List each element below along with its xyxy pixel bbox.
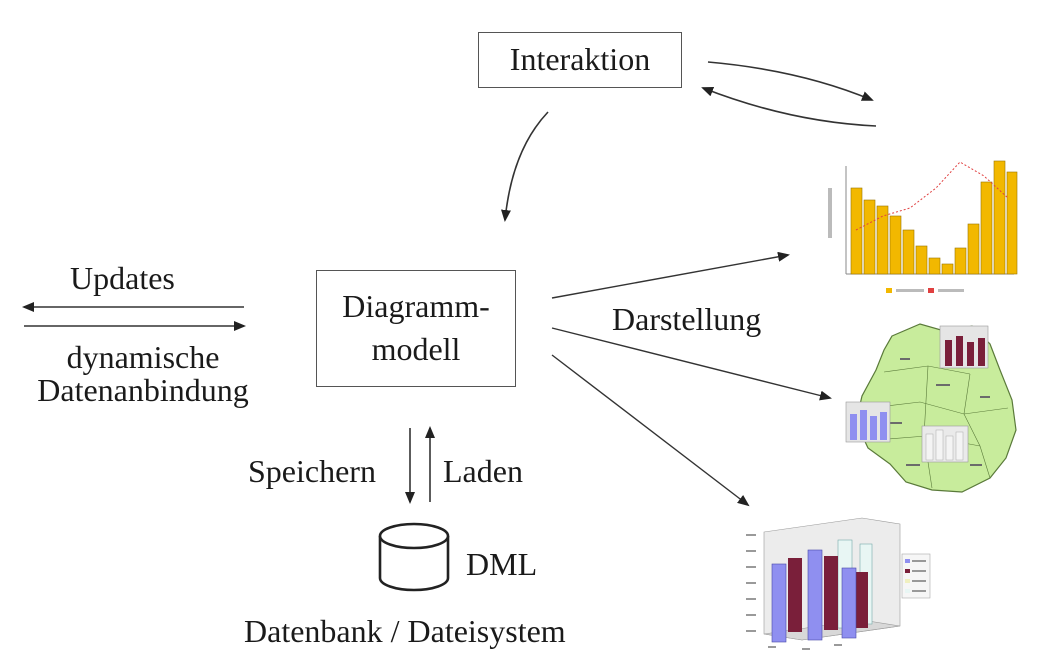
- arrow-to-3d-chart: [551, 354, 750, 507]
- laden-label: Laden: [443, 453, 523, 489]
- datenbank-label: Datenbank / Dateisystem: [244, 613, 566, 649]
- arrow-chart-to-interaktion: [701, 86, 877, 127]
- arrow-to-bar-chart: [551, 251, 790, 299]
- bar-chart-thumbnail: [828, 160, 1018, 293]
- arrow-interaktion-to-chart: [707, 61, 874, 101]
- arrow-to-map: [551, 327, 832, 401]
- arrow-interaktion-to-modell: [501, 111, 549, 222]
- speichern-label: Speichern: [248, 453, 376, 489]
- dml-label: DML: [466, 546, 538, 582]
- interaktion-box: [478, 32, 682, 88]
- germany-map-thumbnail: [845, 323, 1017, 493]
- datenanbindung-label: Datenanbindung: [37, 372, 249, 408]
- updates-label: Updates: [70, 260, 175, 296]
- 3d-bar-chart-thumbnail: [746, 517, 931, 650]
- dynamische-label: dynamische: [66, 339, 220, 375]
- interaktion-label: Interaktion: [509, 41, 651, 77]
- diagrammmodell-label-line1: Diagramm-: [342, 288, 490, 324]
- darstellung-label: Darstellung: [612, 301, 762, 337]
- diagrammmodell-box: [316, 270, 516, 387]
- diagrammmodell-label-line2: modell: [371, 331, 461, 367]
- database-cylinder-icon: [378, 522, 450, 592]
